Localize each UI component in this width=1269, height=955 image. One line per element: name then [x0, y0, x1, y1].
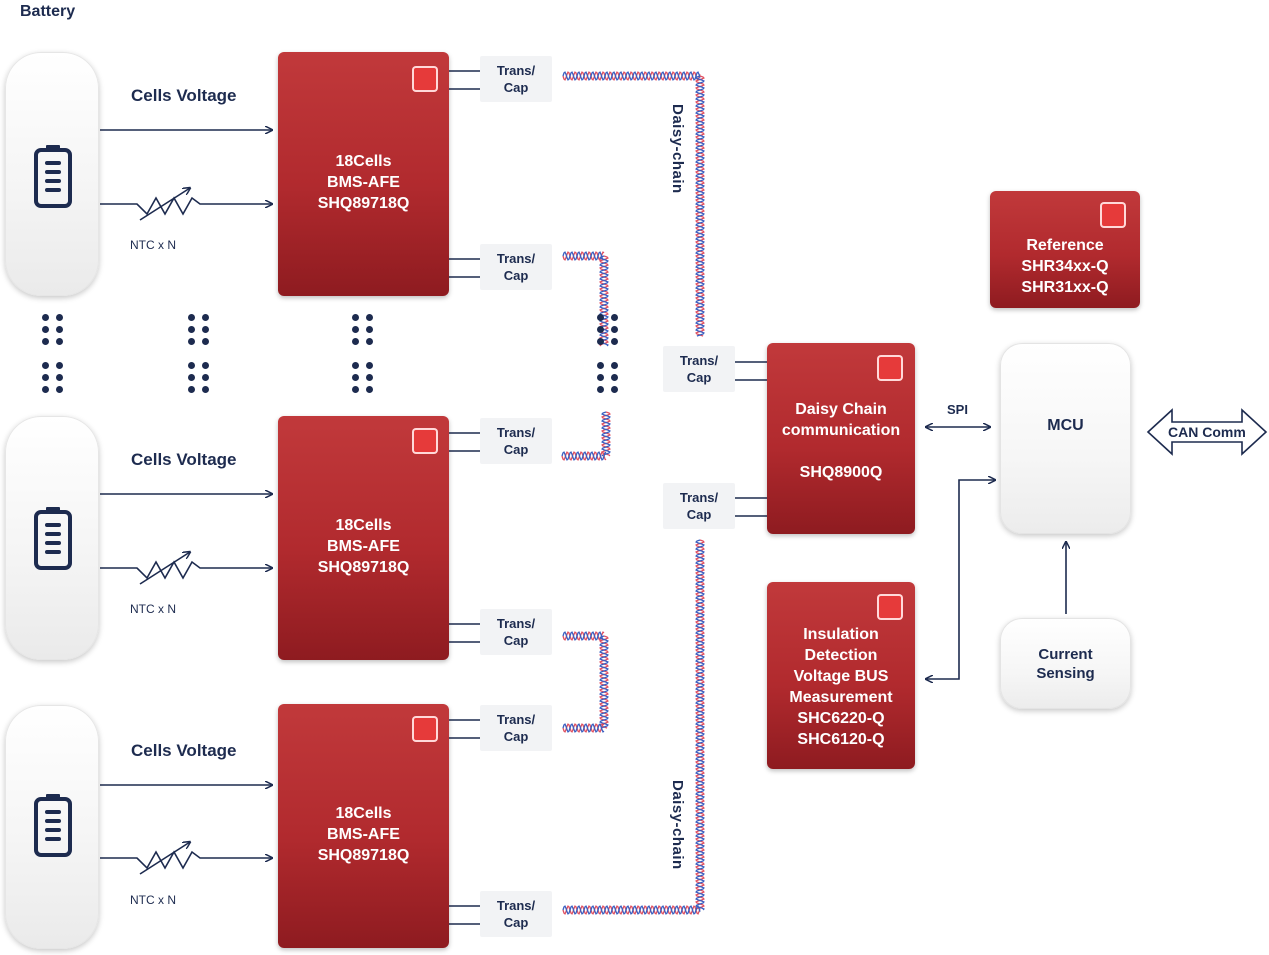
twisted-pair-icon — [562, 71, 701, 81]
trans-cap-box: Trans/Cap — [480, 705, 552, 751]
ntc-line — [100, 560, 272, 580]
twisted-pair-icon — [695, 75, 705, 337]
afe-line: SHQ89718Q — [317, 559, 410, 576]
twisted-pair-icon — [599, 635, 609, 729]
battery-icon — [34, 145, 72, 208]
page-title: Battery — [20, 3, 76, 20]
can-comm-label: CAN Comm — [1168, 424, 1246, 440]
insulation-line: Insulation — [803, 626, 879, 643]
daisy-chain-label: Daisy-chain — [669, 780, 686, 870]
insulation-line: Measurement — [789, 689, 893, 706]
insulation-line: SHC6220-Q — [797, 710, 885, 727]
ntc-line — [100, 850, 272, 870]
reference-block: Reference SHR34xx-Q SHR31xx-Q — [990, 191, 1140, 308]
hub-line: SHQ8900Q — [799, 464, 883, 481]
continuation-dots — [352, 314, 376, 398]
current-sensing-block: Current Sensing — [1000, 618, 1131, 709]
chip-logo-icon — [412, 716, 438, 742]
afe-line: BMS-AFE — [327, 538, 400, 555]
afe-line: BMS-AFE — [327, 174, 400, 191]
trans-cap-box: Trans/Cap — [663, 346, 735, 392]
afe-line: 18Cells — [335, 805, 392, 822]
insulation-line: SHC6120-Q — [797, 731, 885, 748]
continuation-dots — [188, 314, 212, 398]
insulation-mcu-arrow — [926, 480, 995, 679]
afe-line: BMS-AFE — [327, 826, 400, 843]
ntc-label: NTC x N — [130, 602, 176, 616]
afe-line: 18Cells — [335, 517, 392, 534]
twisted-pair-icon — [562, 905, 701, 915]
reference-line: Reference — [1026, 237, 1104, 254]
twisted-pair-icon — [599, 255, 609, 347]
afe-block: 18Cells BMS-AFE SHQ89718Q — [278, 704, 449, 948]
battery-icon — [34, 507, 72, 570]
continuation-dots — [42, 314, 66, 398]
trans-cap-box: Trans/Cap — [480, 56, 552, 102]
daisy-chain-hub-block: Daisy Chain communication SHQ8900Q — [767, 343, 915, 534]
chip-logo-icon — [412, 66, 438, 92]
hub-line: communication — [781, 422, 901, 439]
trans-cap-box: Trans/Cap — [663, 483, 735, 529]
twisted-pair-icon — [562, 251, 605, 261]
battery-pack — [5, 705, 99, 949]
chip-logo-icon — [877, 594, 903, 620]
reference-line: SHR34xx-Q — [1021, 258, 1109, 275]
trans-cap-box: Trans/Cap — [480, 609, 552, 655]
trans-cap-box: Trans/Cap — [480, 891, 552, 937]
battery-icon — [34, 794, 72, 857]
mcu-label: MCU — [1047, 417, 1084, 434]
afe-line: SHQ89718Q — [317, 195, 410, 212]
hub-line: Daisy Chain — [795, 401, 887, 418]
ntc-line — [100, 196, 272, 216]
twisted-pair-icon — [561, 451, 607, 461]
spi-label: SPI — [947, 402, 968, 417]
can-comm-arrow — [1146, 408, 1268, 456]
afe-block: 18Cells BMS-AFE SHQ89718Q — [278, 52, 449, 296]
current-sensing-line: Current — [1038, 646, 1093, 663]
cells-voltage-label: Cells Voltage — [131, 450, 237, 469]
current-sensing-line: Sensing — [1036, 665, 1095, 682]
thermistor-icon — [139, 842, 190, 875]
continuation-dots — [597, 314, 621, 398]
chip-logo-icon — [412, 428, 438, 454]
insulation-line: Voltage BUS — [793, 668, 889, 685]
twisted-pair-icon — [562, 631, 605, 641]
thermistor-icon — [139, 552, 190, 585]
cells-voltage-label: Cells Voltage — [131, 86, 237, 105]
twisted-pair-icon — [601, 411, 611, 457]
afe-line: SHQ89718Q — [317, 847, 410, 864]
trans-cap-box: Trans/Cap — [480, 418, 552, 464]
thermistor-icon — [139, 188, 190, 221]
twisted-pair-icon — [562, 723, 605, 733]
chip-logo-icon — [877, 355, 903, 381]
twisted-pair-icon — [562, 71, 701, 81]
mcu-block: MCU — [1000, 343, 1131, 534]
ntc-label: NTC x N — [130, 893, 176, 907]
insulation-detection-block: Insulation Detection Voltage BUS Measure… — [767, 582, 915, 769]
insulation-line: Detection — [804, 647, 878, 664]
twisted-pair-icon — [695, 539, 705, 911]
ntc-label: NTC x N — [130, 238, 176, 252]
battery-pack — [5, 416, 99, 660]
cells-voltage-label: Cells Voltage — [131, 741, 237, 760]
daisy-chain-label: Daisy-chain — [669, 104, 686, 194]
afe-block: 18Cells BMS-AFE SHQ89718Q — [278, 416, 449, 660]
afe-line: 18Cells — [335, 153, 392, 170]
twisted-pair-icon — [562, 905, 701, 915]
reference-line: SHR31xx-Q — [1021, 279, 1109, 296]
hub-line — [767, 441, 915, 462]
trans-cap-box: Trans/Cap — [480, 244, 552, 290]
chip-logo-icon — [1100, 202, 1126, 228]
battery-pack — [5, 52, 99, 296]
